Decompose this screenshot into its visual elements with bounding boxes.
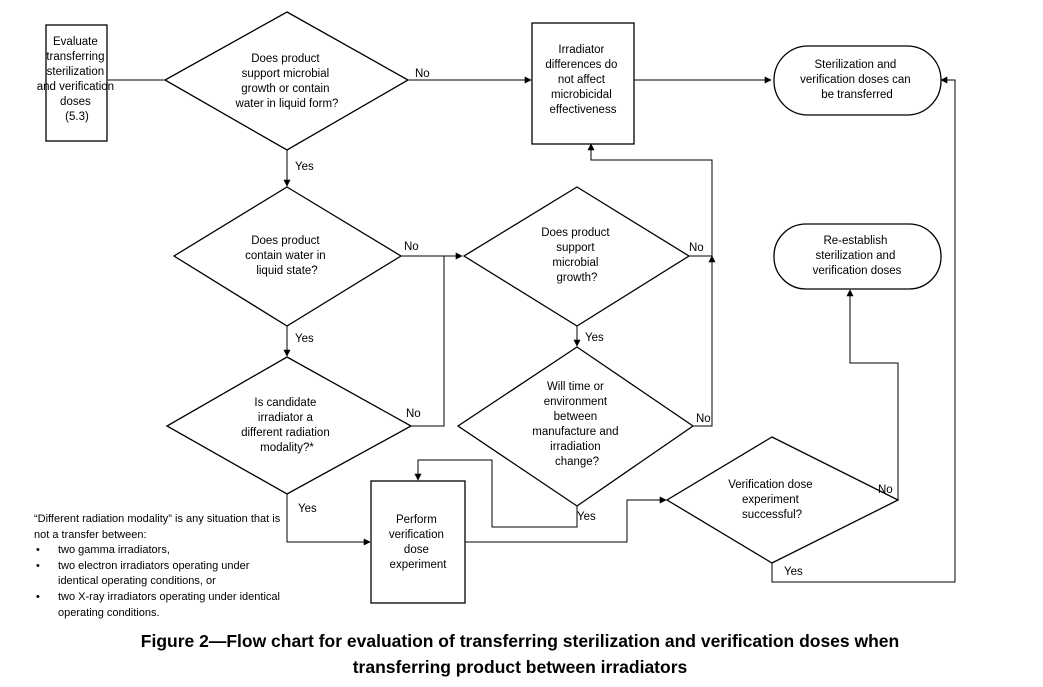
edge-q6-yes — [771, 76, 956, 583]
q-microbial-water-text: Does product support microbial growth or… — [235, 53, 339, 110]
footnote-item: two X-ray irradiators operating under id… — [36, 590, 284, 621]
label-q5-no: No — [696, 413, 711, 425]
decision-time-environment — [456, 346, 695, 507]
transferred-terminal — [773, 45, 942, 116]
edge-perform-to-q6 — [465, 496, 667, 543]
q-time-text: Will time or environment between manufac… — [532, 381, 622, 468]
label-q2-no: No — [404, 241, 419, 253]
label-q6-yes: Yes — [784, 566, 803, 578]
label-q4-no: No — [689, 242, 704, 254]
decision-microbial-water — [163, 11, 410, 151]
footnote-item: two gamma irradiators, — [36, 543, 284, 559]
label-q6-no: No — [878, 484, 893, 496]
caption-line-2: transferring product between irradiators — [352, 657, 688, 677]
label-q3-yes: Yes — [298, 503, 317, 515]
edge-q5-yes — [414, 459, 578, 528]
decision-verification-success — [665, 436, 900, 564]
irradiator-differences-box — [531, 22, 635, 145]
irradiator-differences-text: Irradiator differences do not affect mic… — [545, 44, 620, 116]
footnote-intro: “Different radiation modality” is any si… — [34, 513, 281, 541]
caption-line-1: Figure 2—Flow chart for evaluation of tr… — [140, 631, 900, 651]
edge-q4-no — [587, 143, 713, 257]
footnote: “Different radiation modality” is any si… — [34, 512, 284, 621]
label-q1-no: No — [415, 68, 430, 80]
decision-modality — [165, 356, 413, 495]
footnote-item: two electron irradiators operating under… — [36, 559, 284, 590]
label-q1-yes: Yes — [295, 161, 314, 173]
figure-caption: Figure 2—Flow chart for evaluation of tr… — [20, 628, 1020, 680]
footnote-list: two gamma irradiators, two electron irra… — [34, 543, 284, 621]
label-q2-yes: Yes — [295, 333, 314, 345]
start-text: Evaluate transferring sterilization and … — [37, 36, 118, 123]
perform-text: Perform verification dose experiment — [389, 514, 447, 571]
q-success-text: Verification dose experiment successful? — [728, 479, 816, 521]
q-growth-text: Does product support microbial growth? — [541, 227, 613, 284]
perform-experiment-box — [370, 480, 466, 604]
q-modality-text: Is candidate irradiator a different radi… — [241, 397, 333, 454]
edge-q5-no — [693, 255, 716, 427]
flow-chart: Evaluate transferring sterilization and … — [37, 11, 956, 604]
decision-growth — [462, 186, 691, 327]
edge-q6-no — [846, 289, 899, 500]
q-water-text: Does product contain water in liquid sta… — [245, 235, 329, 277]
label-q4-yes: Yes — [585, 332, 604, 344]
label-q5-yes: Yes — [577, 511, 596, 523]
start-box — [45, 24, 108, 142]
reestablish-text: Re-establish sterilization and verificat… — [813, 235, 902, 277]
label-q3-no: No — [406, 408, 421, 420]
edge-q3-yes — [286, 494, 371, 546]
edge-q3-no — [411, 256, 445, 427]
reestablish-terminal — [773, 223, 942, 290]
connectors — [108, 76, 956, 583]
transferred-text: Sterilization and verification doses can… — [800, 59, 914, 101]
decision-water — [172, 186, 403, 327]
